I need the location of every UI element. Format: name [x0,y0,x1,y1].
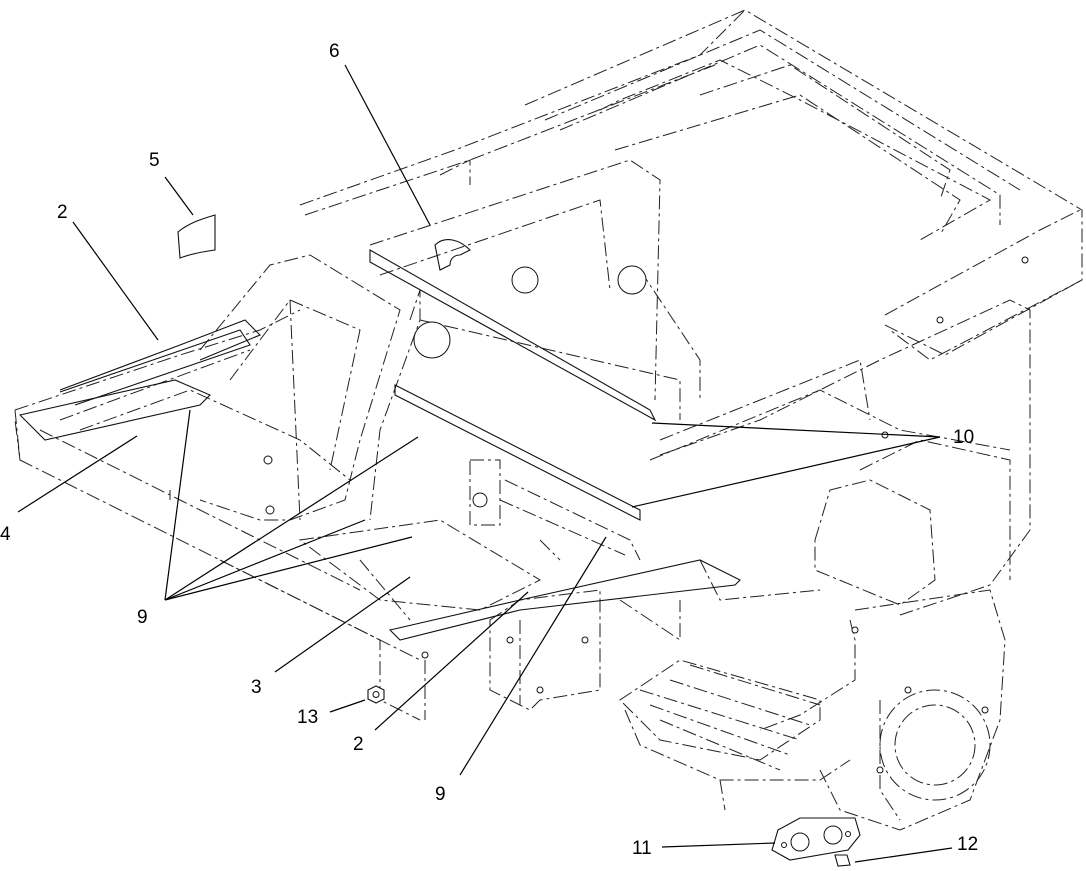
callout-2-lower: 2 [353,734,364,755]
callout-13: 13 [297,707,318,728]
callout-9-lower: 9 [435,784,446,805]
frame-parts-solid [18,214,1029,867]
part-5-shield [177,214,216,259]
callout-2-upper: 2 [57,202,68,223]
part-12-bolt [834,854,851,867]
callout-5: 5 [149,150,160,171]
part-2-lower-bar [388,559,741,641]
callout-9-left: 9 [137,607,148,628]
callout-10: 10 [953,427,974,448]
part-2-bar [59,319,261,391]
callout-6: 6 [329,41,340,62]
callout-12: 12 [957,834,978,855]
callout-11: 11 [632,838,652,859]
leader-lines [17,64,953,863]
callout-labels: 2 5 6 4 9 10 3 13 2 9 11 12 [0,41,978,859]
part-4-bracket [18,379,211,441]
chassis-frame-phantom [14,9,1083,831]
callout-3: 3 [251,677,262,698]
part-10-brace [369,249,657,422]
callout-4: 4 [0,524,11,545]
part-11-plate [771,817,861,861]
part-6-clip [434,239,471,271]
